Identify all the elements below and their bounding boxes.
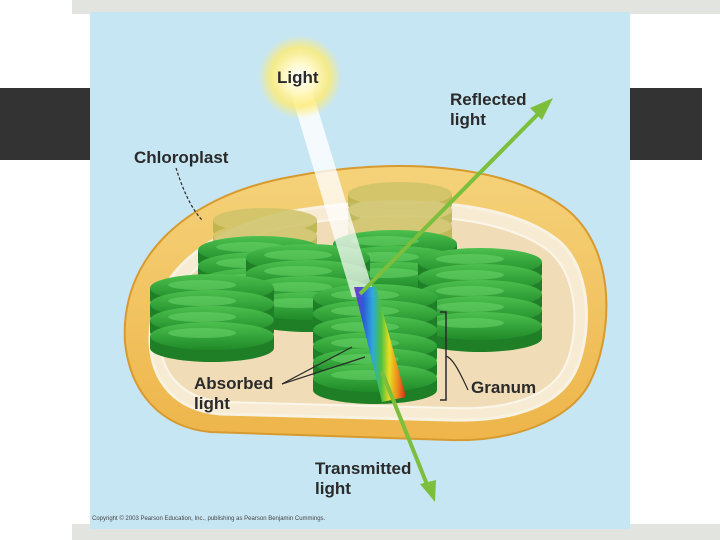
top-strip — [72, 0, 720, 14]
label-reflected-line2: light — [450, 110, 486, 129]
arrow-reflected-icon — [358, 98, 553, 296]
chloroplast-diagram — [123, 35, 608, 502]
light-beam — [290, 90, 375, 297]
title-band-left — [0, 88, 94, 160]
sun-icon — [258, 35, 342, 119]
label-transmitted-line1: Transmitted — [315, 459, 412, 478]
granum-stack-left — [150, 274, 274, 362]
label-reflected-line1: Reflected — [450, 90, 527, 109]
spectrum-icon — [354, 287, 406, 402]
arrow-transmitted-icon — [380, 371, 436, 502]
label-transmitted-line2: light — [315, 479, 351, 498]
title-band-right — [628, 88, 702, 160]
label-light: Light — [277, 68, 319, 87]
label-reflected-light: Reflected light — [450, 90, 527, 130]
label-absorbed-line2: light — [194, 394, 230, 413]
leader-lines — [175, 167, 469, 401]
chloroplast-figure: Light Reflected light Chloroplast Absorb… — [90, 12, 630, 529]
copyright-notice: Copyright © 2003 Pearson Education, Inc.… — [92, 516, 326, 522]
label-granum: Granum — [471, 378, 537, 397]
label-absorbed-light: Absorbed light — [194, 374, 273, 414]
label-transmitted-light: Transmitted light — [315, 459, 411, 499]
label-absorbed-line1: Absorbed — [194, 374, 274, 393]
label-chloroplast: Chloroplast — [134, 148, 229, 167]
